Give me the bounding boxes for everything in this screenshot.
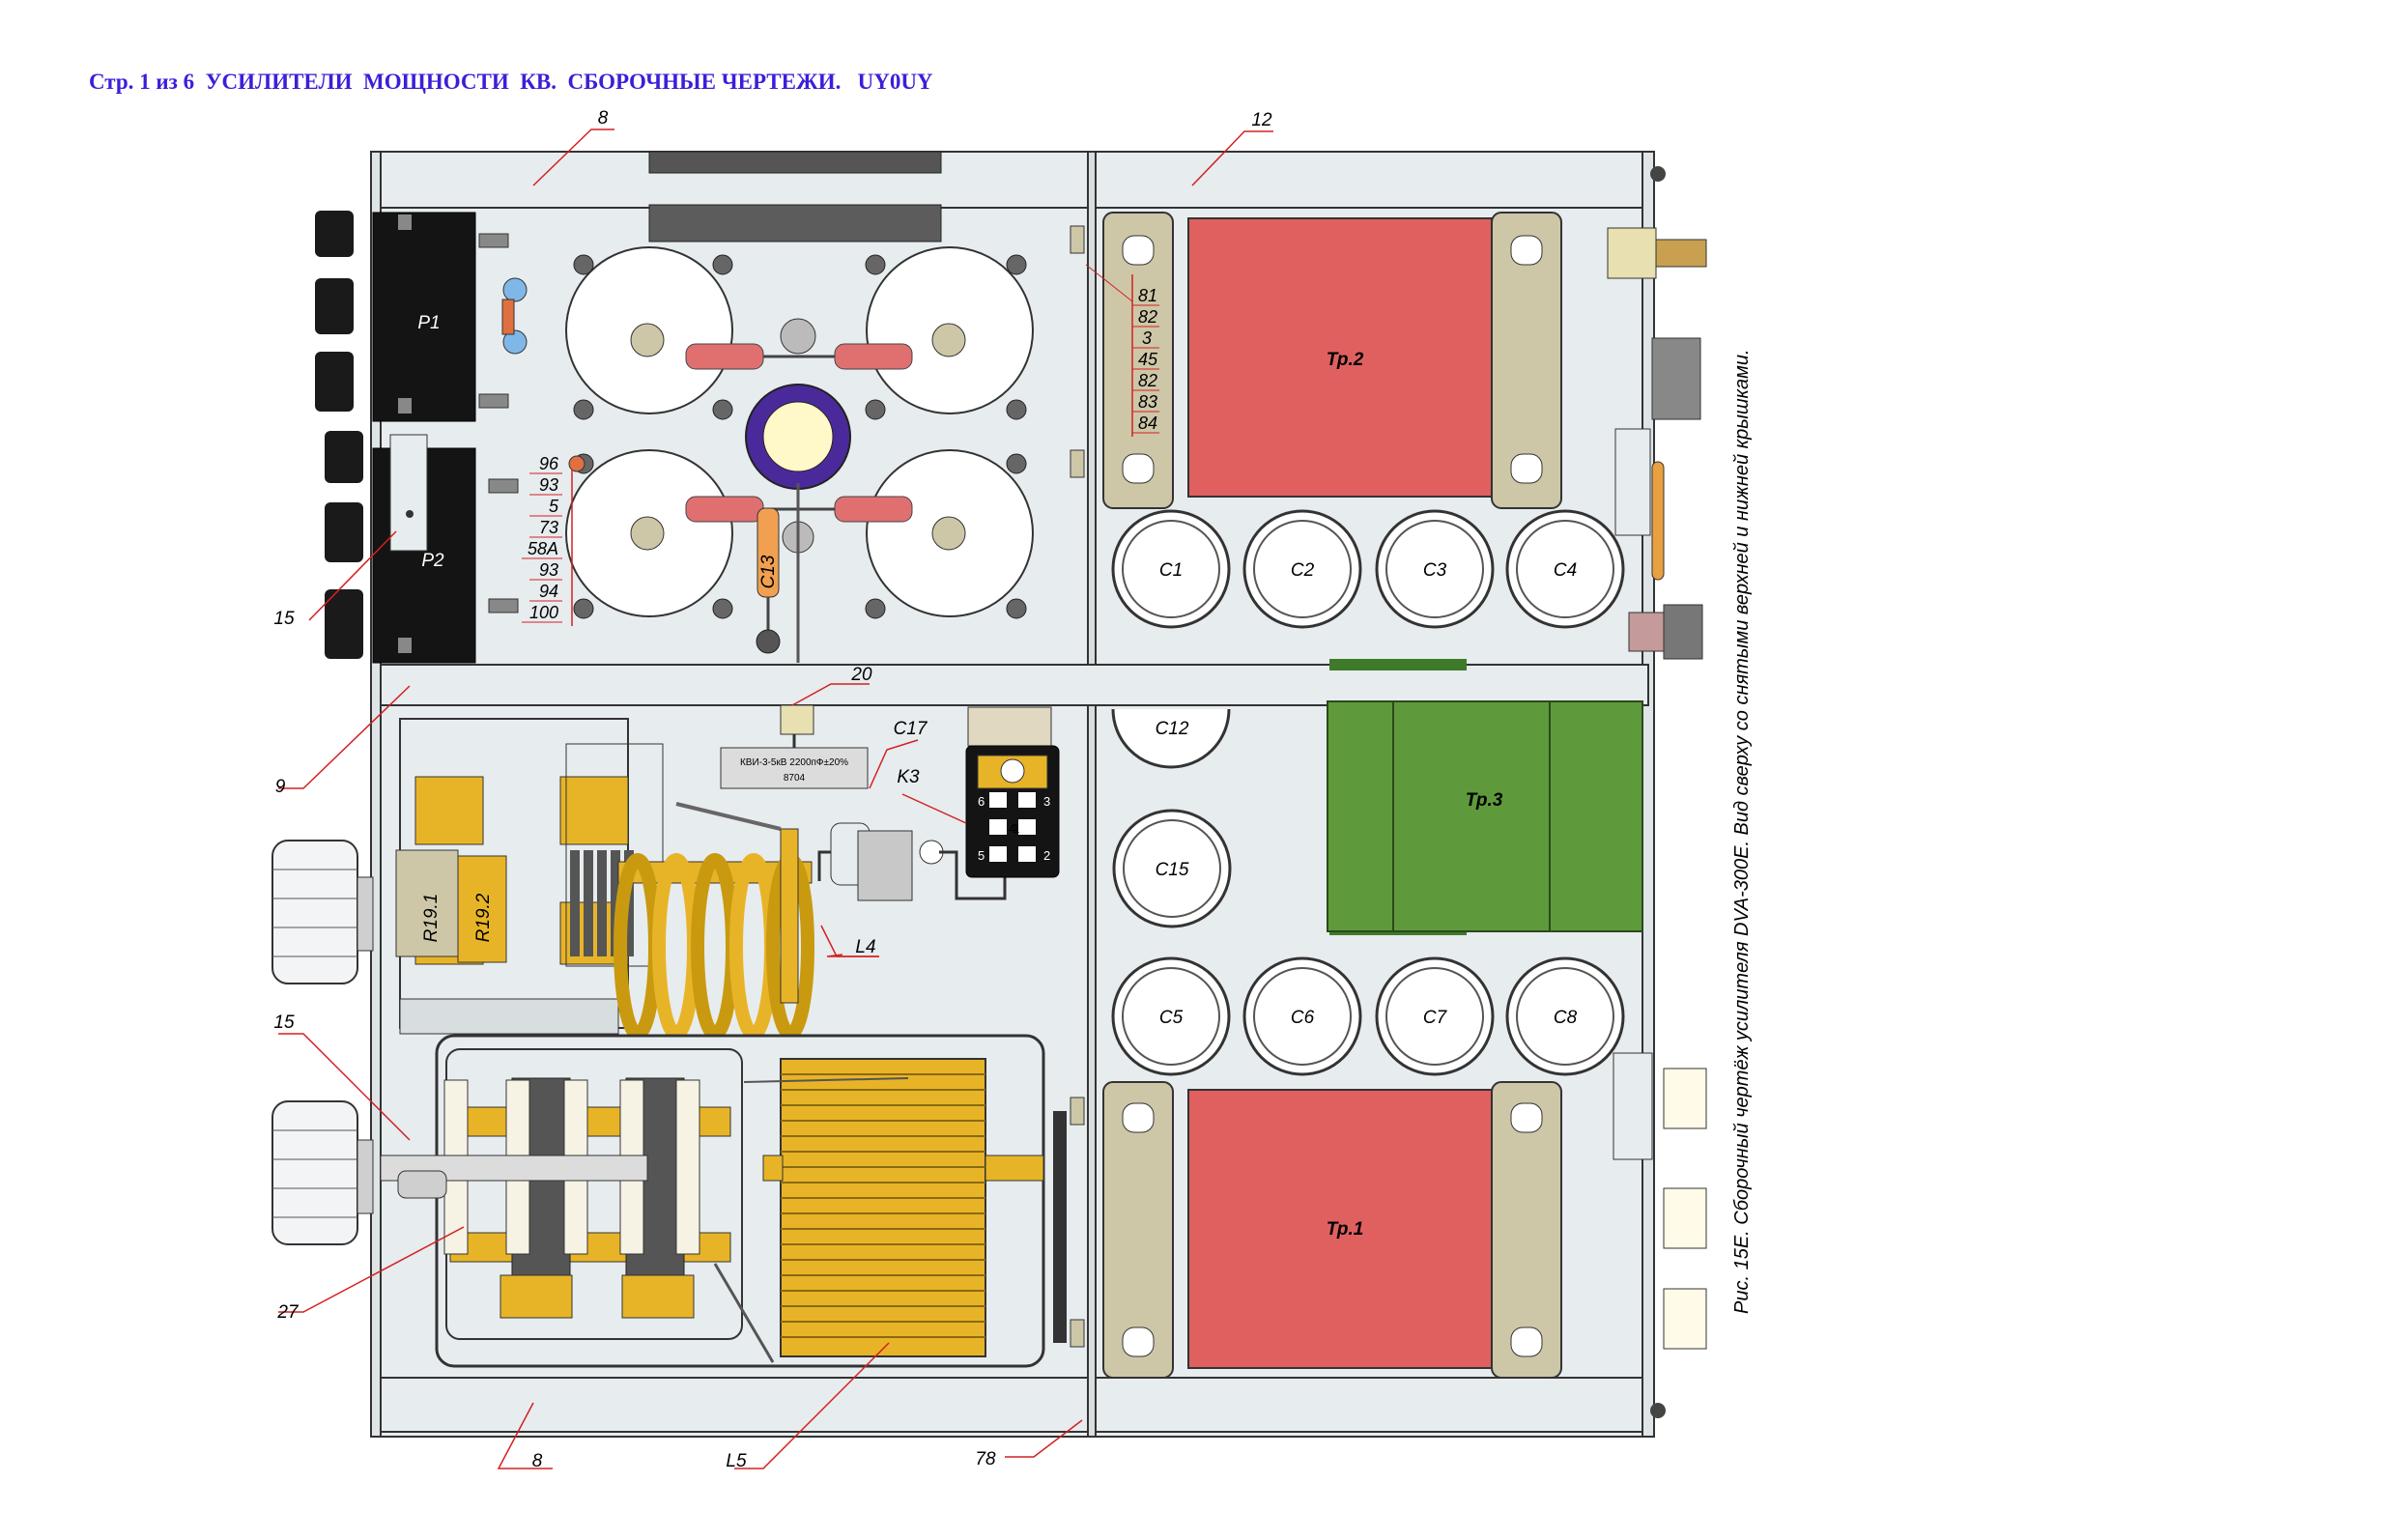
c17-text2: 8704 <box>784 773 806 784</box>
tr3-label: Тр.3 <box>1466 790 1503 811</box>
r191-label: R19.1 <box>421 894 442 943</box>
callout-l5: L5 <box>726 1451 747 1471</box>
callout-20: 20 <box>850 665 872 685</box>
callout-9: 9 <box>275 777 286 797</box>
figure-caption: Рис. 15Е. Сборочный чертёж усилителя DVA… <box>1731 349 1753 1314</box>
transformer-tr1: Тр.1 <box>1070 1081 1562 1379</box>
pin-left-5: 93 <box>539 560 558 580</box>
front-knob-bottom[interactable] <box>271 1100 374 1245</box>
callout-c17: C17 <box>894 719 928 739</box>
pin-list-left: 96 93 5 73 58A 93 94 100 <box>522 454 585 626</box>
k3-pin-6: 6 <box>978 794 985 809</box>
c5-label: C5 <box>1159 1008 1184 1028</box>
k3-pin-2: 2 <box>1043 848 1050 863</box>
relay-terminals <box>478 233 528 613</box>
pin-left-7: 100 <box>529 603 558 622</box>
pin-left-4: 58A <box>528 539 558 558</box>
callout-15-bottom: 15 <box>273 1012 295 1033</box>
capacitor-bank-mid: C12 C15 <box>1111 708 1232 928</box>
r192-label: R19.2 <box>473 893 494 942</box>
k3-pin-4: 4 <box>1009 821 1015 836</box>
pin-left-3: 73 <box>539 518 558 537</box>
relay-p2-label: P2 <box>421 551 444 571</box>
pin-right-0: 81 <box>1138 286 1157 305</box>
c12-label: C12 <box>1156 719 1189 739</box>
capacitor-c17: КВИ-3-5кВ 2200пФ±20% 8704 <box>720 704 1007 901</box>
relay-p1-label: P1 <box>417 313 440 333</box>
pin-right-5: 83 <box>1138 392 1157 412</box>
k3-pin-3: 3 <box>1043 794 1050 809</box>
callout-27: 27 <box>276 1302 300 1323</box>
c7-label: C7 <box>1423 1008 1448 1028</box>
tube-discs <box>565 246 1034 619</box>
transformer-tr2: Тр.2 <box>1070 212 1562 509</box>
pin-list-right: 81 82 3 45 82 83 84 <box>1085 264 1159 437</box>
c17-text1: КВИ-3-5кВ 2200пФ±20% <box>740 757 848 768</box>
c1-label: C1 <box>1159 560 1183 581</box>
pin-right-1: 82 <box>1138 307 1157 327</box>
c4-label: C4 <box>1554 560 1577 581</box>
callout-k3: K3 <box>897 767 920 787</box>
c3-label: C3 <box>1423 560 1447 581</box>
k3-pin-5: 5 <box>978 848 985 863</box>
pin-left-2: 5 <box>549 497 559 516</box>
relay-k3: 6 5 4 3 2 1 <box>965 706 1060 878</box>
callout-l4: L4 <box>855 937 875 957</box>
pin-left-1: 93 <box>539 475 558 495</box>
callout-12: 12 <box>1251 110 1272 130</box>
transformer-tr3: Тр.3 <box>1327 659 1643 935</box>
capacitor-bank-bottom: C5 C6 C7 C8 <box>1111 956 1625 1076</box>
c15-label: C15 <box>1156 860 1189 880</box>
leader-lines <box>278 128 1273 1469</box>
relay-p2: P2 <box>325 431 476 664</box>
pin-right-3: 45 <box>1138 350 1158 369</box>
rear-connectors <box>1607 166 1707 1418</box>
tank-coil-l4 <box>614 802 814 1041</box>
pin-right-2: 3 <box>1142 328 1152 348</box>
callout-labels: 8 12 15 9 20 C17 K3 L4 15 27 8 L5 78 <box>273 108 1272 1471</box>
callout-8-top: 8 <box>598 108 609 128</box>
page-header: Стр. 1 из 6 УСИЛИТЕЛИ МОЩНОСТИ КВ. СБОРО… <box>89 70 933 94</box>
tr1-label: Тр.1 <box>1327 1219 1364 1240</box>
relay-p1: P1 <box>315 211 476 422</box>
parasitic-chokes <box>685 318 913 523</box>
tube-socket <box>745 384 851 663</box>
c8-label: C8 <box>1554 1008 1578 1028</box>
pin-left-6: 94 <box>539 582 558 601</box>
capacitor-bank-top: C1 C2 C3 C4 <box>1111 509 1625 629</box>
callout-78: 78 <box>975 1449 996 1469</box>
c13-label: C13 <box>758 555 779 588</box>
roller-coil-l5 <box>713 1058 1067 1363</box>
tr2-label: Тр.2 <box>1327 350 1364 370</box>
k3-pin-1: 1 <box>1013 821 1019 836</box>
capacitor-c13: C13 <box>756 507 781 654</box>
c2-label: C2 <box>1291 560 1315 581</box>
pin-right-6: 84 <box>1138 414 1157 433</box>
front-knob-top[interactable] <box>271 840 374 984</box>
pin-right-4: 82 <box>1138 371 1157 390</box>
pin-left-0: 96 <box>539 454 559 473</box>
c6-label: C6 <box>1291 1008 1315 1028</box>
callout-15-top: 15 <box>273 609 295 629</box>
bandswitch-assembly: R19.1 R19.2 <box>395 718 664 1035</box>
callout-8-bottom: 8 <box>532 1451 543 1471</box>
